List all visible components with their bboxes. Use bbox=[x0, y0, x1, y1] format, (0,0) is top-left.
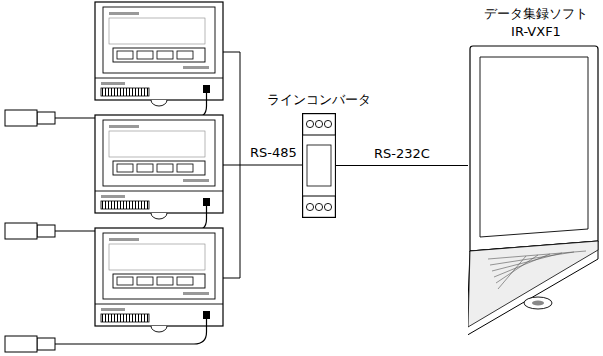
node-heading: ラインコンバータ bbox=[267, 91, 371, 109]
line-converter: ラインコンバータ bbox=[302, 113, 336, 218]
controller-unit bbox=[5, 115, 223, 239]
node-heading: データ集録ソフト IR-VXF1 bbox=[480, 5, 592, 41]
converter-shape bbox=[302, 113, 336, 218]
controller-unit bbox=[5, 2, 223, 126]
serial-cable bbox=[336, 165, 468, 166]
rs485-bus bbox=[223, 52, 302, 278]
controller-unit bbox=[5, 228, 223, 352]
signal-name: RS-485 bbox=[248, 145, 299, 161]
signal-name: RS-232C bbox=[372, 146, 432, 162]
laptop-shape bbox=[468, 45, 600, 345]
laptop-pc: データ集録ソフト IR-VXF1 bbox=[468, 45, 600, 345]
